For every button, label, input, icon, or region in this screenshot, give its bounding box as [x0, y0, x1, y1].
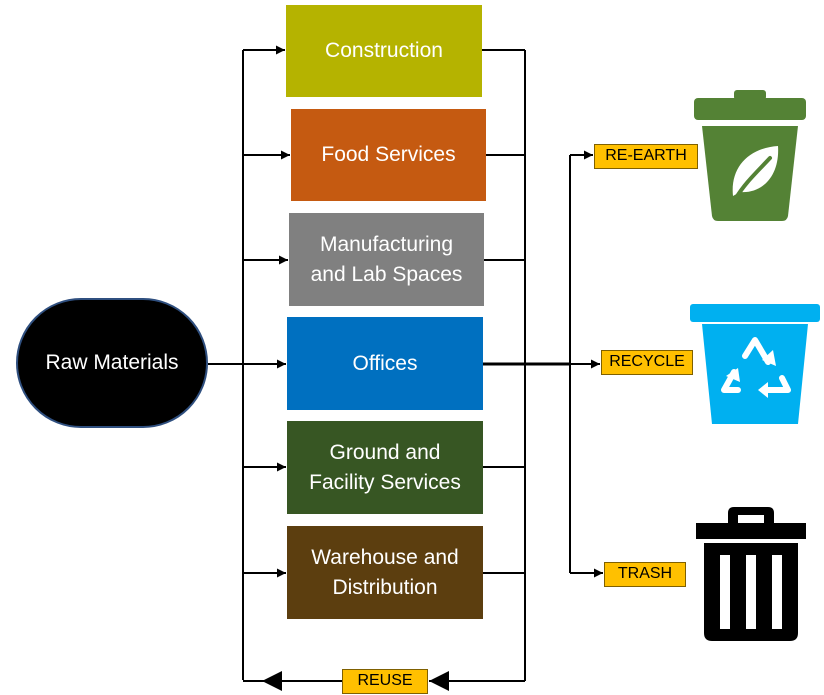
- manufacturing-label: Manufacturing and Lab Spaces: [310, 232, 463, 286]
- construction-node: Construction: [286, 5, 482, 97]
- trash-tag: TRASH: [604, 562, 686, 587]
- compost-bin-leaf-icon: [694, 90, 806, 221]
- raw-materials-node: Raw Materials: [16, 298, 208, 428]
- warehouse-label: Warehouse and Distribution: [311, 545, 459, 599]
- recycle-bin-icon: [690, 304, 820, 424]
- recycle-tag: RECYCLE: [601, 350, 693, 375]
- offices-node: Offices: [287, 317, 483, 410]
- offices-label: Offices: [352, 351, 418, 375]
- reuse-tag: REUSE: [342, 669, 428, 694]
- re-earth-tag: RE-EARTH: [594, 144, 698, 169]
- construction-label: Construction: [325, 39, 443, 62]
- manufacturing-node: Manufacturing and Lab Spaces: [289, 213, 484, 306]
- trash-can-icon: [696, 507, 806, 641]
- raw-materials-label: Raw Materials: [45, 351, 179, 374]
- warehouse-node: Warehouse and Distribution: [287, 526, 483, 619]
- ground-facility-node: Ground and Facility Services: [287, 421, 483, 514]
- ground-facility-label: Ground and Facility Services: [309, 440, 461, 494]
- food-services-node: Food Services: [291, 109, 486, 201]
- food-services-label: Food Services: [321, 143, 456, 166]
